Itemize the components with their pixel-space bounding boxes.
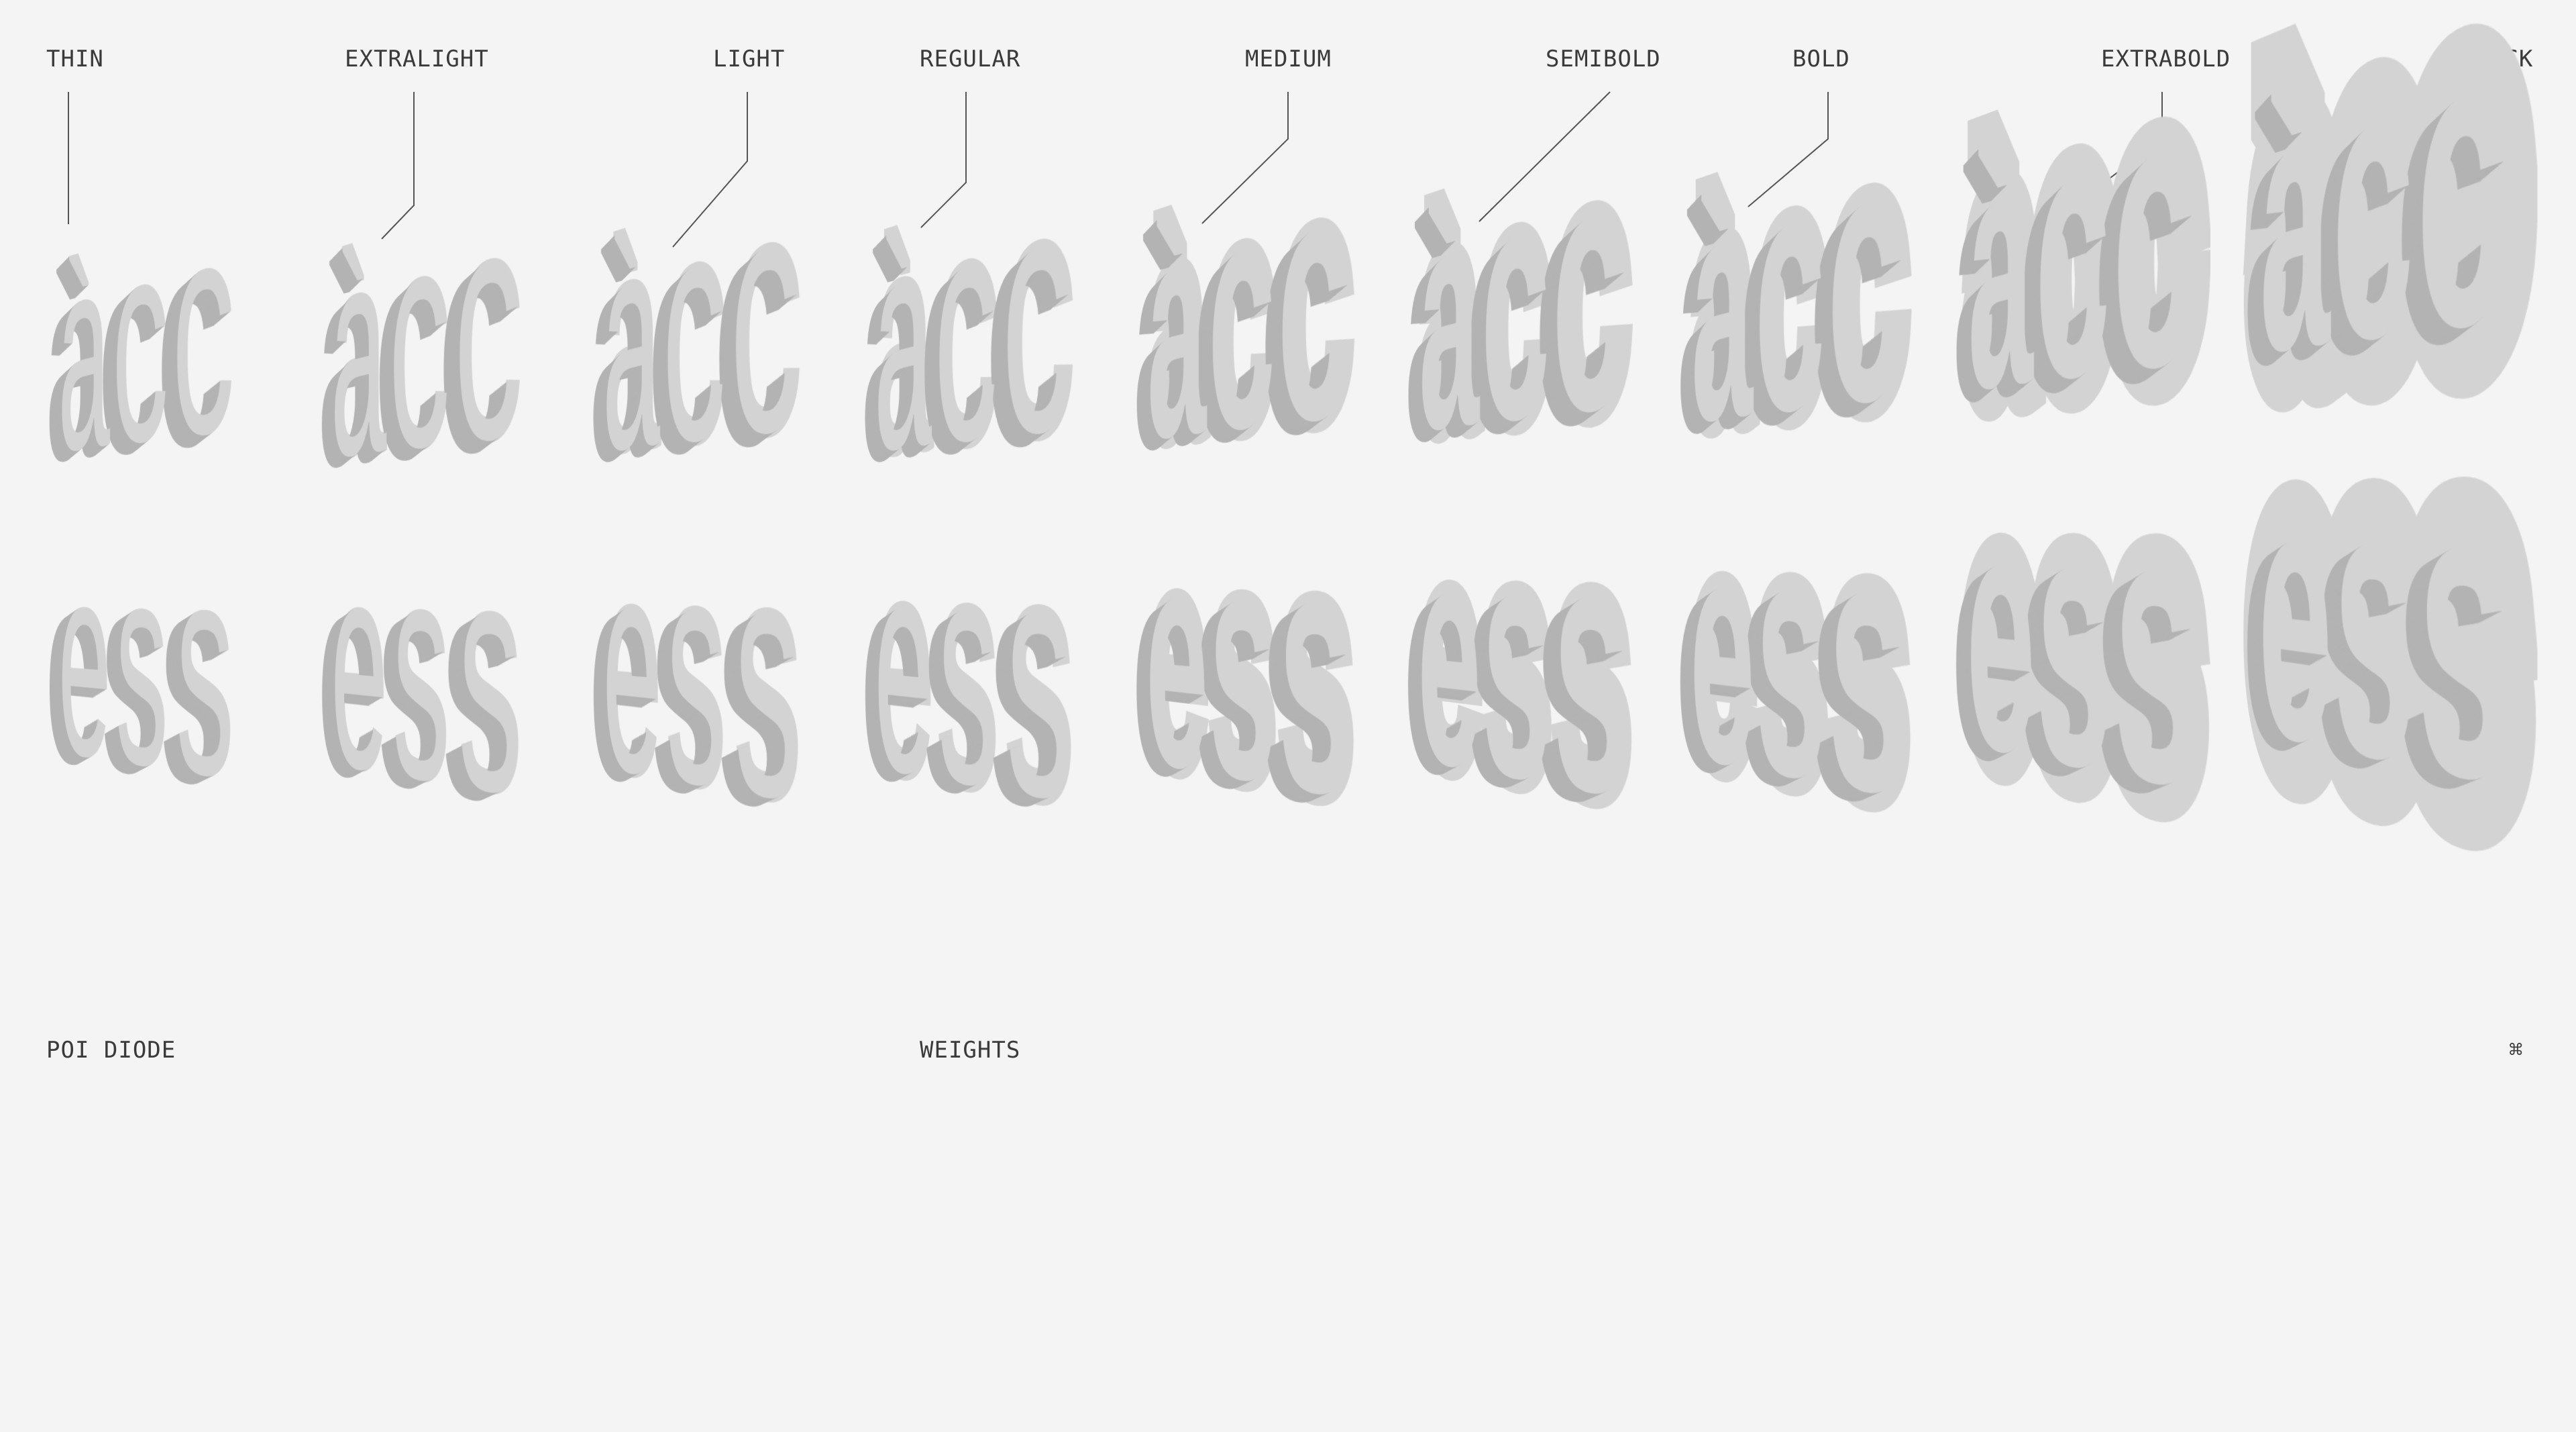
specimen-extralight: àccess bbox=[329, 228, 570, 933]
specimen-bold: àccess bbox=[1689, 201, 1931, 906]
glyph-row-bottom: ess bbox=[600, 533, 804, 1321]
brand-name: POI DIODE bbox=[46, 1037, 176, 1064]
poster-title: WEIGHTS bbox=[920, 1037, 1020, 1064]
glyph-row-bottom: ess bbox=[56, 540, 248, 1281]
specimen-light: àccess bbox=[600, 225, 842, 929]
command-symbol: ⌘ bbox=[2509, 1037, 2523, 1064]
specimen-thin: àccess bbox=[56, 232, 298, 936]
specimen-extrabold: àccess bbox=[1966, 174, 2207, 879]
glyph-row-bottom: ess bbox=[872, 533, 1075, 1321]
glyph-row-bottom: ess bbox=[1417, 516, 1630, 1341]
specimen-regular: àccess bbox=[872, 225, 1114, 929]
specimen-semibold: àccess bbox=[1417, 208, 1658, 913]
glyph-row-bottom: ess bbox=[1966, 482, 2198, 1384]
glyph-row-bottom: ess bbox=[1145, 523, 1353, 1329]
specimen-black: àccess bbox=[2257, 144, 2499, 849]
glyph-row-bottom: ess bbox=[1689, 509, 1907, 1353]
glyph-row-bottom: ess bbox=[2257, 451, 2511, 1432]
specimen-medium: àccess bbox=[1145, 215, 1387, 919]
glyph-row-bottom: ess bbox=[329, 537, 525, 1296]
